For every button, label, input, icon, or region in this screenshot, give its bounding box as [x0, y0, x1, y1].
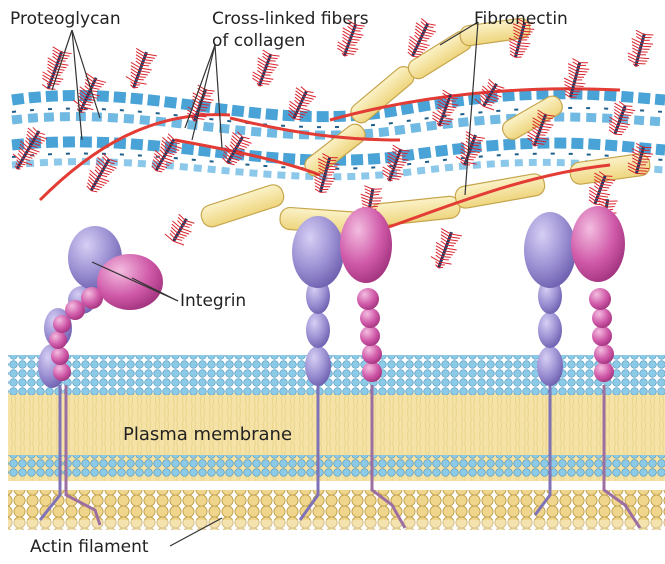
proteoglycan-molecule [146, 132, 184, 176]
proteoglycan-label: Proteoglycan [10, 9, 121, 29]
plasma-membrane [8, 355, 665, 481]
actin-filament [8, 490, 665, 530]
collagen-label-line2: of collagen [212, 31, 305, 51]
proteoglycan-molecule [249, 49, 282, 89]
proteoglycan-molecule [379, 144, 412, 184]
proteoglycan-molecule [123, 48, 157, 91]
actin-filament-label: Actin filament [30, 537, 149, 557]
proteoglycan-molecule [38, 47, 73, 93]
proteoglycan-molecule [625, 30, 655, 70]
fibronectin-label: Fibronectin [474, 9, 568, 29]
proteoglycan-molecule [428, 228, 462, 271]
proteoglycan-molecule [164, 213, 196, 247]
plasma-membrane-label: Plasma membrane [123, 425, 292, 445]
collagen-label-line1: Cross-linked fibers [212, 9, 369, 29]
integrin-label: Integrin [180, 291, 246, 311]
